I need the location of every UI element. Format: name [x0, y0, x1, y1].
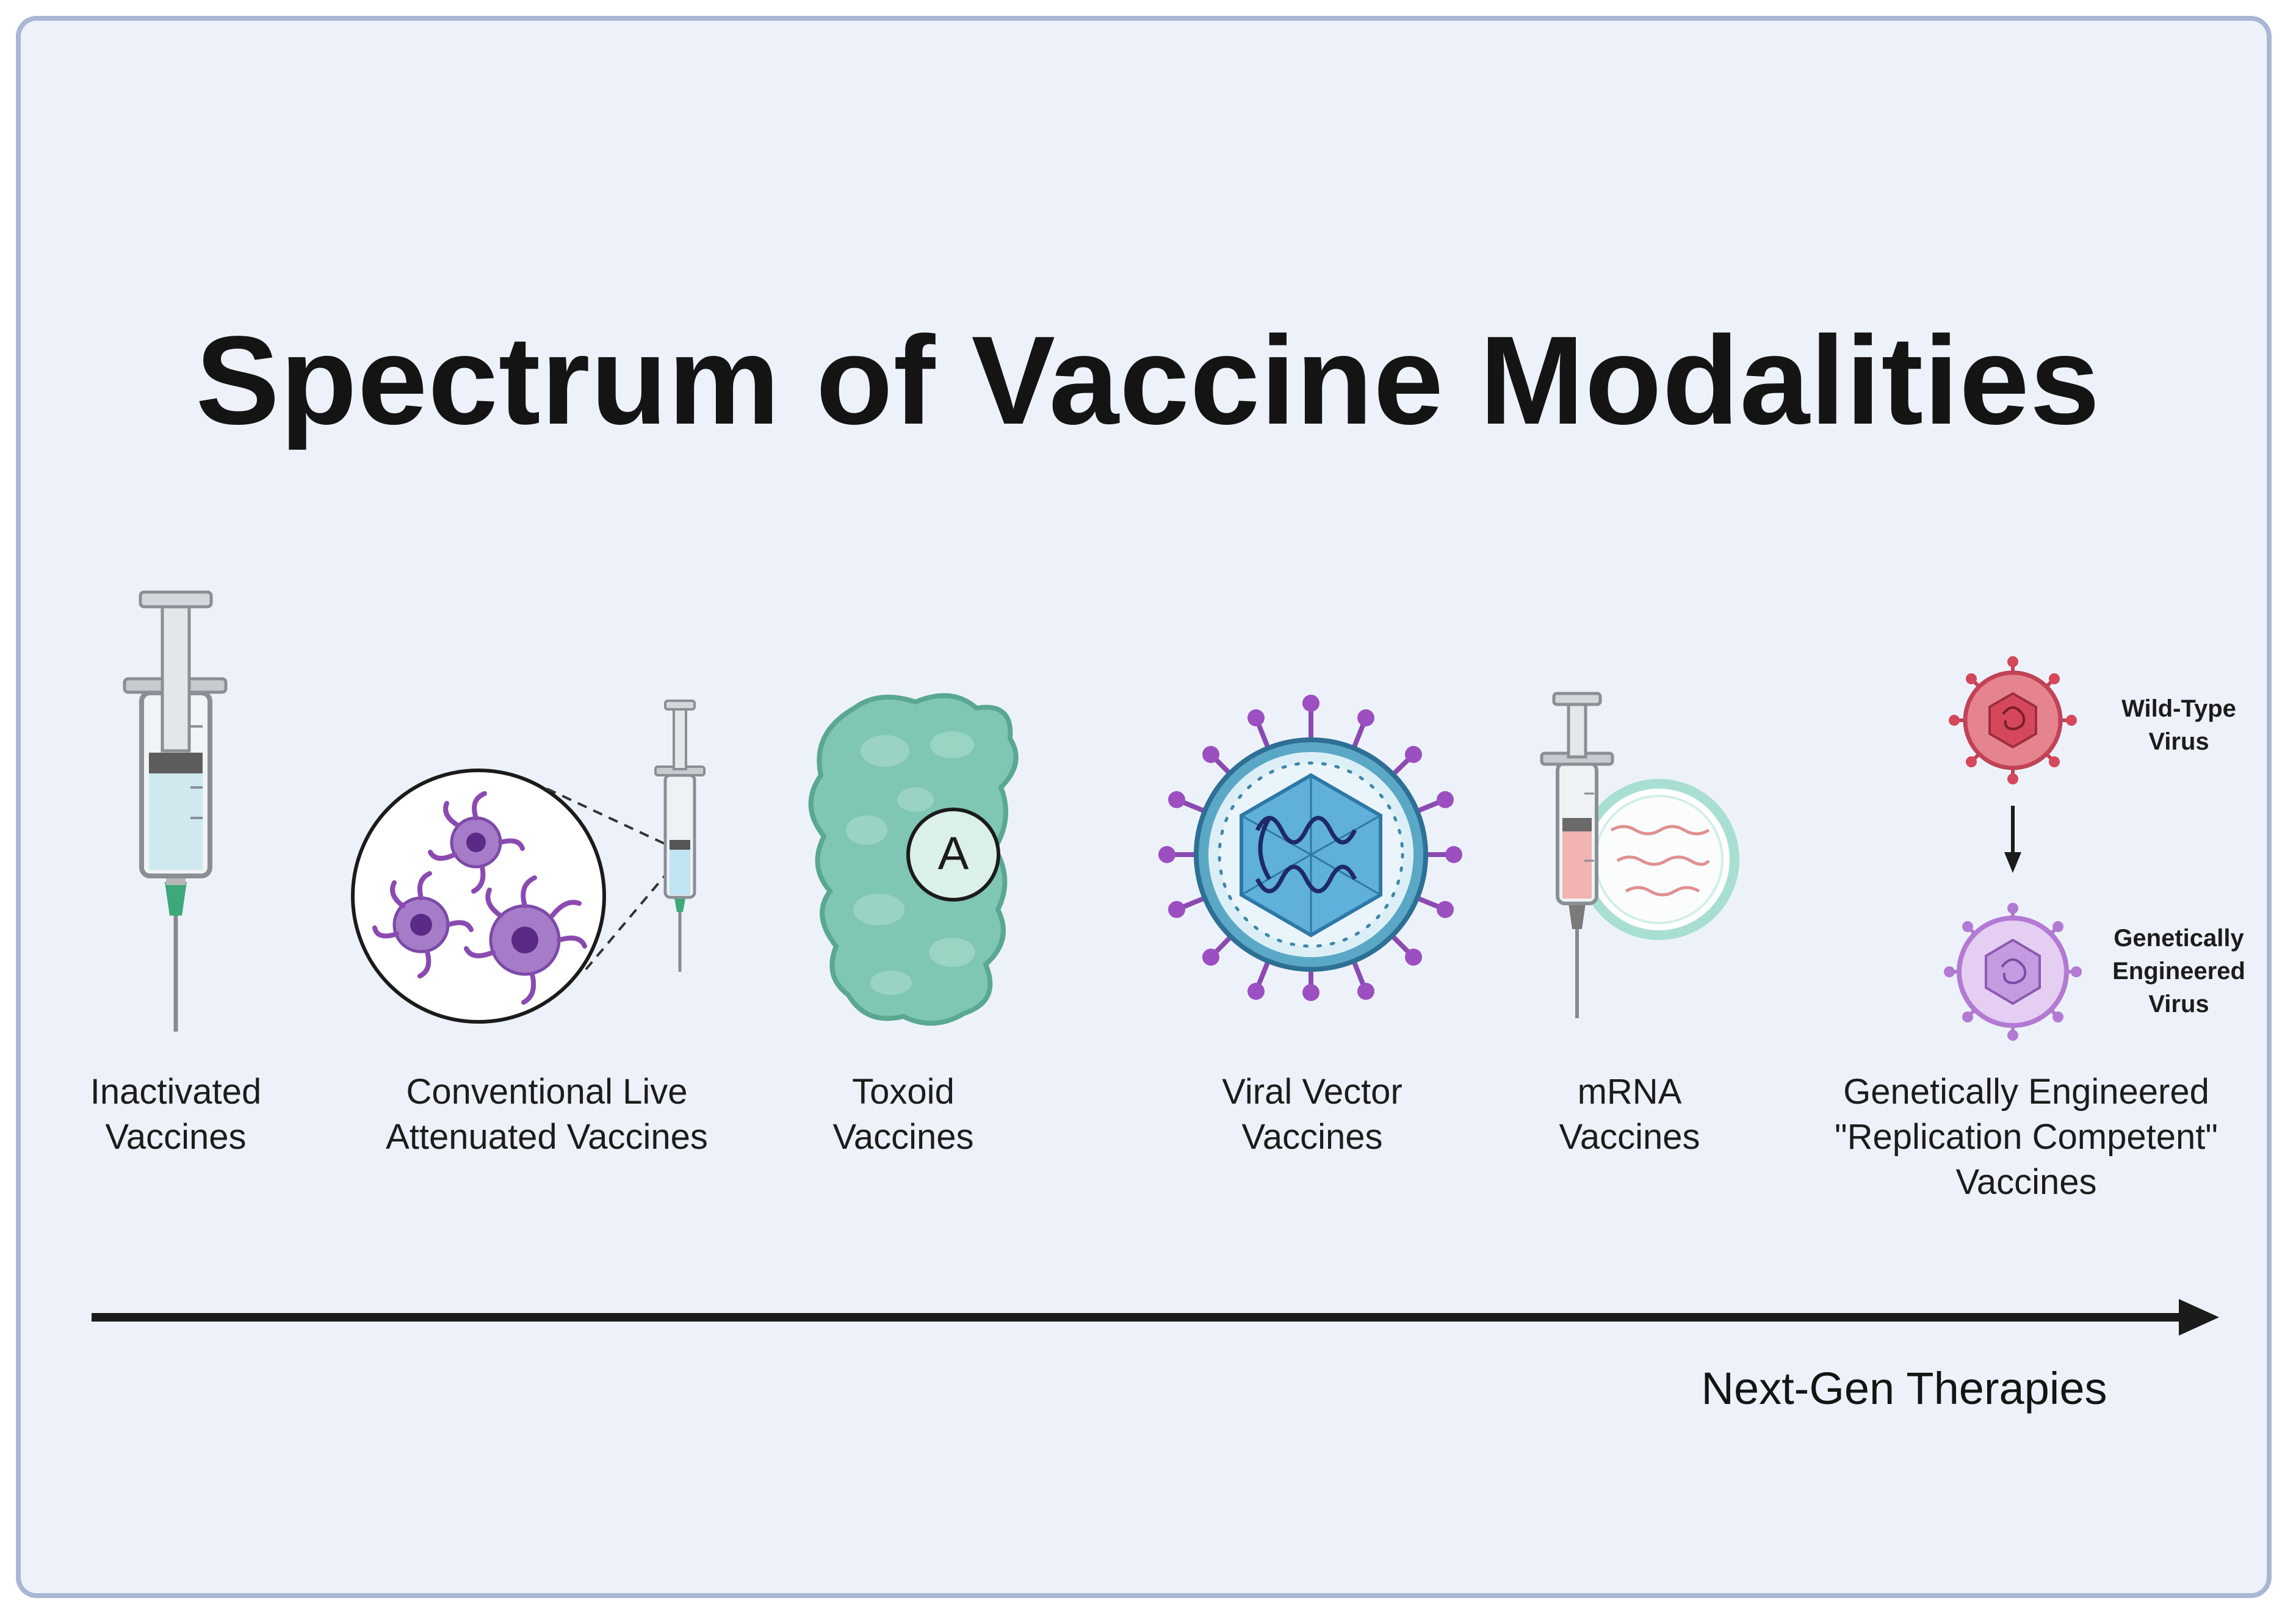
antigen-marker	[906, 808, 1000, 902]
inactivated-syringe-icon	[123, 590, 228, 1032]
label-engineered: Genetically Engineered "Replication Comp…	[1835, 1072, 2218, 1202]
timeline-arrow-head	[2179, 1299, 2219, 1336]
label-live-attenuated: Conventional Live Attenuated Vaccines	[386, 1072, 708, 1157]
transform-arrow-head	[2004, 852, 2021, 873]
mrna-syringe-icon	[1540, 692, 1739, 1018]
wild-type-virus-icon	[1949, 656, 2077, 784]
label-toxoid: Toxoid Vaccines	[832, 1072, 974, 1157]
toxoid-protein-icon: A	[808, 693, 1019, 1026]
antigen-marker-label: A	[938, 828, 969, 880]
label-mrna: mRNA Vaccines	[1559, 1072, 1700, 1157]
axis-label: Next-Gen Therapies	[1701, 1363, 2107, 1414]
engineered-virus-icon	[1944, 903, 2082, 1041]
label-viral-vector: Viral Vector Vaccines	[1222, 1072, 1403, 1157]
live-attenuated-cells-icon	[351, 700, 706, 1024]
viral-vector-icon	[1158, 695, 1462, 1001]
label-engineered-virus: Genetically Engineered Virus	[2112, 925, 2245, 1018]
page-title: Spectrum of Vaccine Modalities	[195, 310, 2101, 450]
label-inactivated: Inactivated Vaccines	[90, 1072, 262, 1157]
label-wild-type-virus: Wild-Type Virus	[2121, 695, 2236, 755]
